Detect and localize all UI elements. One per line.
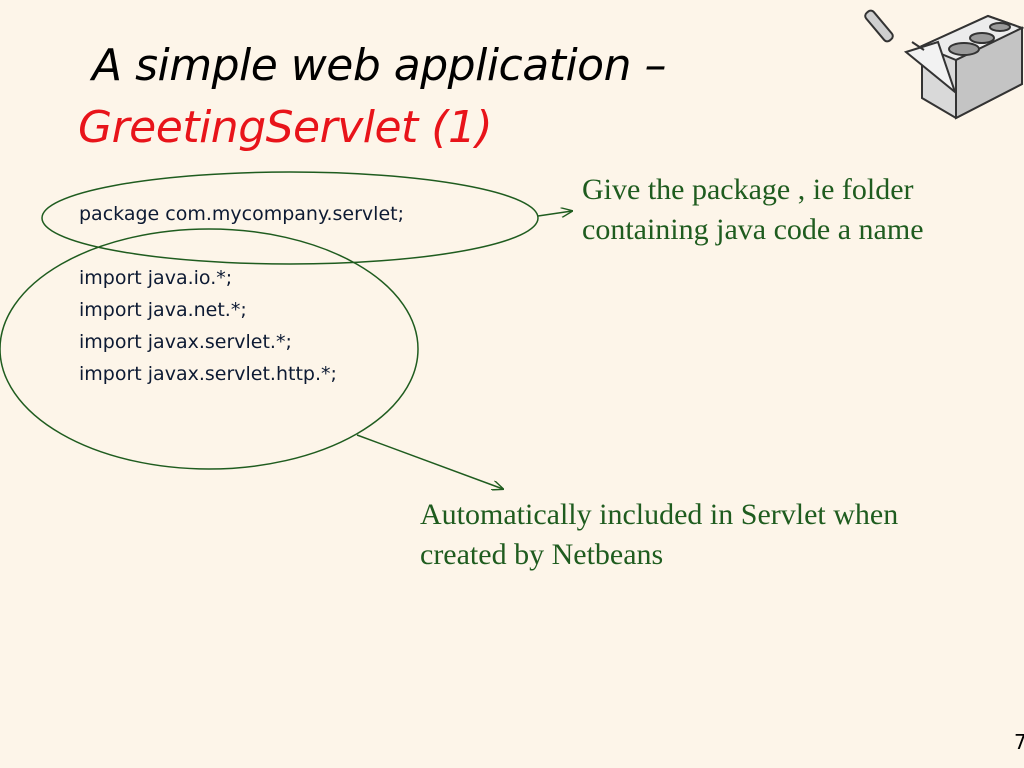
import-note-line: Automatically included in Servlet when	[420, 498, 899, 531]
package-note-line: containing java code a name	[582, 213, 924, 246]
slide-title: A simple web application –	[92, 40, 666, 91]
page-number: 7	[1014, 730, 1024, 754]
import-line: import javax.servlet.*;	[79, 331, 292, 353]
package-note: Give the package , ie folder containing …	[582, 170, 924, 250]
import-note-line: created by Netbeans	[420, 538, 664, 571]
package-note-arrow	[537, 211, 572, 216]
imports-highlight-ellipse	[0, 228, 419, 470]
slide-title-highlight: GreetingServlet (1)	[78, 102, 493, 153]
trowel-and-brick-icon	[864, 9, 1024, 120]
package-highlight-ellipse	[41, 171, 539, 265]
package-note-line: Give the package , ie folder	[582, 173, 914, 206]
package-declaration: package com.mycompany.servlet;	[79, 203, 404, 225]
import-note-arrow	[356, 434, 503, 489]
import-line: import java.io.*;	[79, 267, 233, 289]
import-line: import javax.servlet.http.*;	[79, 363, 337, 385]
import-note: Automatically included in Servlet when c…	[420, 495, 898, 575]
import-line: import java.net.*;	[79, 299, 247, 321]
